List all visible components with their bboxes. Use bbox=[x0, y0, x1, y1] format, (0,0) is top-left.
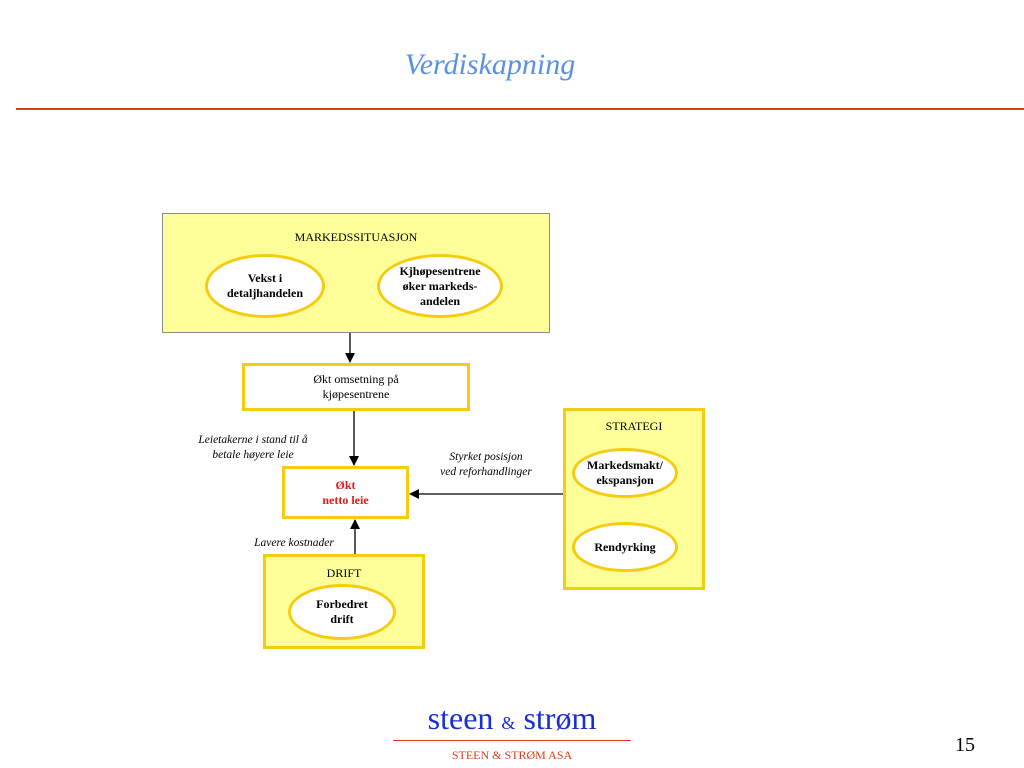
brand-steen: steen bbox=[427, 700, 494, 736]
strategy-label: STRATEGI bbox=[605, 419, 663, 433]
mall-share-text: Kjhøpesentrene øker markeds- andelen bbox=[399, 263, 481, 308]
net-rent-box: Økt netto leie bbox=[282, 466, 409, 519]
market-power-node: Markedsmakt/ ekspansjon bbox=[572, 448, 678, 498]
market-power-text: Markedsmakt/ ekspansjon bbox=[587, 458, 663, 487]
focus-node: Rendyrking bbox=[572, 522, 678, 572]
page-number: 15 bbox=[955, 734, 975, 756]
brand-ampersand: & bbox=[501, 713, 516, 733]
turnover-box: Økt omsetning på kjøpesentrene bbox=[242, 363, 470, 411]
improved-operations-text: Forbedret drift bbox=[316, 597, 368, 626]
market-situation-label: MARKEDSSITUASJON bbox=[294, 230, 418, 244]
operations-label: DRIFT bbox=[326, 566, 362, 580]
company-name: STEEN & STRØM ASA bbox=[451, 748, 573, 762]
costs-note: Lavere kostnader bbox=[254, 537, 334, 549]
title-divider bbox=[16, 108, 1024, 110]
turnover-text: Økt omsetning på kjøpesentrene bbox=[313, 372, 399, 401]
focus-text: Rendyrking bbox=[594, 539, 656, 554]
position-note: Styrket posisjon ved reforhandlinger bbox=[440, 451, 532, 478]
operations-panel: DRIFT Forbedret drift bbox=[263, 554, 425, 649]
strategy-panel: STRATEGI Markedsmakt/ ekspansjon Rendyrk… bbox=[563, 408, 705, 590]
improved-operations-node: Forbedret drift bbox=[288, 584, 396, 640]
net-rent-text: Økt netto leie bbox=[322, 477, 369, 507]
brand-strom: strøm bbox=[523, 700, 597, 736]
market-situation-panel: MARKEDSSITUASJON Vekst i detaljhandelen … bbox=[162, 213, 550, 333]
tenants-note: Leietakerne i stand til å betale høyere … bbox=[198, 434, 308, 461]
brand-divider bbox=[393, 740, 631, 741]
mall-share-node: Kjhøpesentrene øker markeds- andelen bbox=[377, 254, 503, 318]
retail-growth-node: Vekst i detaljhandelen bbox=[205, 254, 325, 318]
retail-growth-text: Vekst i detaljhandelen bbox=[226, 271, 303, 300]
slide-title: Verdiskapning bbox=[404, 48, 576, 81]
brand-logo: steen & strøm bbox=[392, 700, 632, 737]
